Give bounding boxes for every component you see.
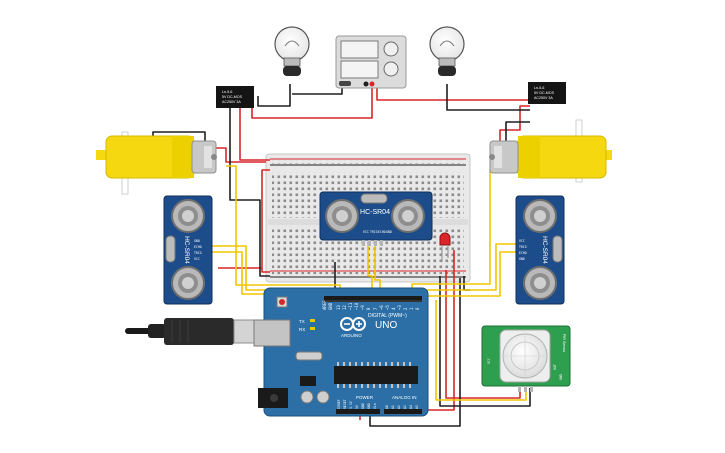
pin-label: ~6 [379,305,384,310]
dc-motor-left[interactable] [96,131,217,195]
model-label: UNO [375,320,397,331]
relay-text: 5V DC-MOS [534,91,555,95]
wire-yellow [435,300,527,401]
pin-label: 4 [391,307,396,310]
wire-black [439,276,531,407]
rx-label: RX [299,327,305,332]
pin-label: 7 [373,307,378,310]
analog-header-label: ANALOG IN [392,395,417,400]
pin-label: 8 [366,307,371,310]
pin-label: A5 [415,405,419,409]
arduino-uno-board[interactable]: AREF GND 13 12 ~11 ~10 ~9 8 7 ~6 ~5 4 ~3… [253,287,429,417]
relay-text: AC250V 3A [222,100,241,104]
wire-red [251,86,373,119]
current-knob[interactable] [383,61,399,77]
wire-red [445,270,521,399]
light-bulb-left[interactable] [274,26,310,76]
sensor-label: HC-SR04 [360,209,390,216]
usb-cable[interactable] [125,318,257,345]
dc-motor-right[interactable] [489,119,612,183]
pin-label: GND [367,403,371,409]
usb-port [253,319,291,347]
pin-label: 3.3V [349,401,353,409]
arduino-logo [340,317,366,331]
pin-label: 0 [415,307,420,310]
ultrasonic-sensor-left[interactable]: HC-SR04 GND ECHO TRIG VCC [163,195,213,305]
relay-text: 5V DC-MOS [222,95,243,99]
relay-text: AC250V 3A [534,96,553,100]
power-supply[interactable] [335,35,407,89]
red-led[interactable] [439,232,451,262]
pin-label: 1 [409,307,414,310]
pin-label: A1 [391,405,395,409]
pin-label: 2 [403,307,408,310]
pin-label: ~5 [385,305,390,310]
pir-pin-label: GND [559,374,563,380]
pir-pin-label: VCC [487,358,491,364]
pin-label: ~11 [348,302,353,310]
pin-label: ~3 [397,305,402,310]
relay-text: Ln-5-6 [534,86,544,90]
pin-label: ~9 [360,305,365,310]
sensor-pin-label: TRIG [194,251,202,255]
relay-right[interactable]: Ln-5-6 5V DC-MOS AC250V 3A [528,82,566,104]
light-bulb-right[interactable] [429,26,465,76]
brand-label: ARDUINO [341,333,362,338]
pin-label: IOREF [337,399,341,409]
pir-pin-label: OUT [553,364,557,370]
sensor-pin-label: VCC [519,239,525,243]
wire-red [239,106,270,161]
tx-label: TX [299,319,305,324]
wire-red [213,147,266,163]
sensor-pin-label: GND [386,230,392,234]
pin-label: RESET [343,399,347,409]
relay-text: Ln-5-6 [222,90,232,94]
wire-black [446,84,530,111]
power-header-label: POWER [356,395,374,400]
sensor-pin-label: ECHO [194,245,202,249]
ultrasonic-sensor-center[interactable]: HC-SR04 VCC TRIG ECHO GND [319,191,433,246]
microcontroller-chip [334,366,418,384]
sensor-pin-label: ECHO [519,251,527,255]
sensor-pin-label: TRIG [519,245,527,249]
pin-label: A4 [409,405,413,409]
pir-label: PIR Sensor [562,334,566,353]
wire-black [505,121,530,146]
pin-label: AREF [322,300,327,310]
sensor-pin-label: ECHO [378,230,386,234]
pin-label: 12 [342,305,347,310]
pin-label: Vin [373,403,377,409]
sensor-pin-label: GND [194,239,200,243]
sensor-label: HC-SR04 [541,236,548,264]
wire-black [369,278,461,427]
wire-red [261,169,270,273]
sensor-pin-label: VCC [363,230,369,234]
relay-left[interactable]: Ln-5-6 5V DC-MOS AC250V 3A [216,86,254,108]
wire-red [499,105,530,152]
sensor-pin-label: GND [519,257,525,261]
pin-label: GND [328,302,333,310]
ultrasonic-sensor-right[interactable]: HC-SR04 VCC TRIG ECHO GND [515,195,565,305]
pin-label: 13 [336,305,341,310]
pin-label: 5V [355,405,359,409]
voltage-knob[interactable] [383,41,399,57]
pin-label: GND [361,403,365,409]
digital-header-label: DIGITAL (PWM~) [368,313,407,319]
wire-black [229,106,270,277]
sensor-pin-label: TRIG [370,230,378,234]
wire-black [292,86,343,95]
wire-black [257,84,291,107]
pin-label: A0 [385,405,389,409]
sensor-label: HC-SR04 [183,236,190,264]
pin-label: ~10 [354,302,359,310]
pin-label: A2 [397,405,401,409]
pin-label: A3 [403,405,407,409]
sensor-pin-label: VCC [194,257,200,261]
pir-motion-sensor[interactable]: PIR Sensor VCC OUT GND [481,325,571,392]
